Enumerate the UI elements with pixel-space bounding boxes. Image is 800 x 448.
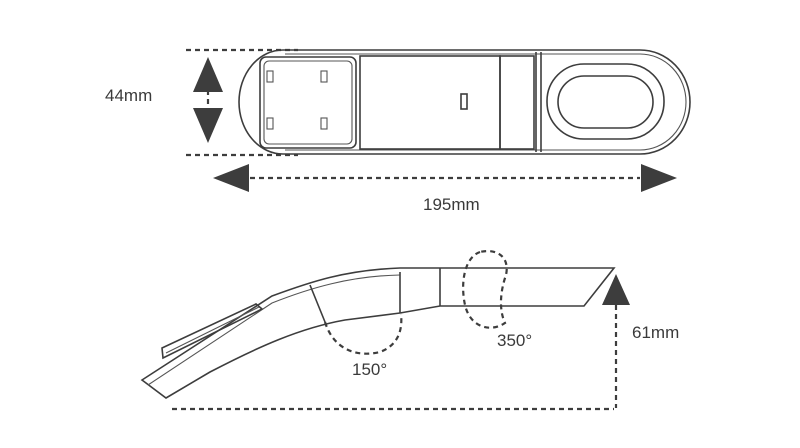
rotation-arc-350 [462, 250, 508, 329]
rear-control-pad-edge [165, 306, 260, 354]
side-view [140, 250, 630, 411]
mount-slot-icon [320, 117, 328, 130]
side-body-contour [147, 274, 401, 386]
top-view [186, 48, 691, 192]
mount-slot-icon [320, 70, 328, 83]
mount-slot-icon [266, 117, 274, 130]
side-seam [309, 284, 326, 323]
width-label: 44mm [105, 86, 152, 105]
rotation-arc-150 [323, 313, 403, 355]
nozzle-inner-oval [557, 75, 654, 129]
side-body-outline [140, 267, 616, 399]
length-dimension-arrow [213, 164, 677, 192]
width-dimension-arrow [193, 57, 223, 143]
middle-indicator-slot [460, 93, 468, 110]
length-label: 195mm [423, 195, 480, 214]
rotation-label-350: 350° [497, 331, 532, 350]
nozzle-outer-oval [546, 63, 665, 140]
height-label: 61mm [632, 323, 679, 342]
middle-panel [359, 55, 501, 150]
side-panel [499, 55, 535, 150]
height-dimension-arrow [172, 274, 630, 411]
device-body-inner-outline [285, 53, 687, 151]
mounting-plate [259, 56, 357, 149]
device-body-outline [238, 49, 691, 155]
mount-slot-icon [266, 70, 274, 83]
mounting-plate-inner [263, 60, 353, 145]
rotation-label-150: 150° [352, 360, 387, 379]
rear-control-pad [161, 303, 264, 360]
